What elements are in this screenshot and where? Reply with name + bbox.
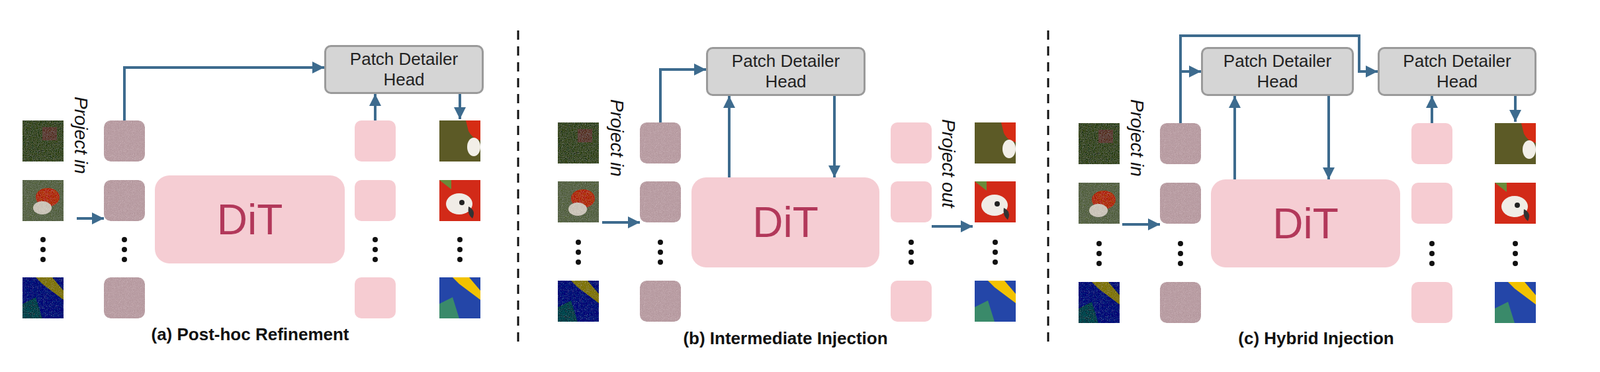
flow-arrow xyxy=(458,93,462,120)
output-token xyxy=(354,179,396,222)
detailer-head-box: Patch Detailer Head xyxy=(324,44,484,94)
panel-caption: (a) Post-hoc Refinement xyxy=(150,324,349,345)
ellipsis-dots xyxy=(121,236,128,263)
dit-block: DiT xyxy=(691,177,880,268)
head-label: Patch Detailer Head xyxy=(338,48,471,90)
block-label: DiT xyxy=(217,195,284,245)
flow-arrow xyxy=(931,224,973,228)
noisy-patch xyxy=(22,120,64,162)
flow-arrow xyxy=(1513,95,1517,122)
head-label: Patch Detailer Head xyxy=(1211,50,1344,92)
head-label: Patch Detailer Head xyxy=(719,50,853,92)
ellipsis-dots xyxy=(657,239,664,265)
panel-separator xyxy=(1047,30,1050,347)
ellipsis-dots xyxy=(1512,240,1518,267)
output-patch xyxy=(1494,182,1536,224)
panel-caption: (b) Intermediate Injection xyxy=(682,328,888,349)
output-patch xyxy=(1494,123,1536,165)
panel-caption: (c) Hybrid Injection xyxy=(1238,328,1394,349)
panel-separator xyxy=(517,30,520,347)
noisy-patch xyxy=(557,122,599,164)
flow-arrow xyxy=(1180,35,1378,124)
input-token xyxy=(103,179,145,222)
ellipsis-dots xyxy=(908,239,914,265)
output-token xyxy=(1411,182,1453,224)
arrow-connector xyxy=(1327,95,1331,180)
noisy-patch xyxy=(557,280,599,322)
noisy-patch xyxy=(1078,123,1120,165)
input-token xyxy=(639,280,681,322)
output-patch xyxy=(439,179,481,222)
noisy-patch xyxy=(22,179,64,222)
projection-label: Project in xyxy=(70,96,92,175)
input-token xyxy=(1159,123,1201,165)
flow-arrow xyxy=(660,69,707,123)
detailer-head-box: Patch Detailer Head xyxy=(1377,46,1537,96)
arrow-connector xyxy=(833,95,836,178)
input-token xyxy=(639,181,681,223)
noisy-patch xyxy=(22,277,64,319)
ellipsis-dots xyxy=(40,236,46,263)
output-token xyxy=(1411,281,1453,323)
noisy-patch xyxy=(557,181,599,223)
ellipsis-dots xyxy=(1177,240,1184,267)
flow-arrow xyxy=(602,221,640,224)
ellipsis-dots xyxy=(457,236,463,263)
noisy-patch xyxy=(1078,281,1120,323)
output-token xyxy=(890,280,932,322)
dit-block: DiT xyxy=(154,175,345,264)
output-patch xyxy=(439,120,481,162)
ellipsis-dots xyxy=(372,236,378,263)
output-patch xyxy=(1494,281,1536,323)
flow-arrow xyxy=(1430,95,1434,124)
input-token xyxy=(103,277,145,319)
output-patch xyxy=(439,277,481,319)
ellipsis-dots xyxy=(1429,240,1435,267)
projection-label: Project out xyxy=(937,119,959,208)
output-patch xyxy=(974,122,1016,164)
flow-arrow xyxy=(1180,70,1201,73)
detailer-head-box: Patch Detailer Head xyxy=(1200,46,1354,96)
ellipsis-dots xyxy=(1096,240,1102,267)
output-patch xyxy=(974,181,1016,223)
flow-arrow xyxy=(373,93,377,121)
input-token xyxy=(103,120,145,162)
output-token xyxy=(354,277,396,319)
ellipsis-dots xyxy=(992,239,998,265)
detailer-head-box: Patch Detailer Head xyxy=(706,46,866,96)
output-token xyxy=(890,181,932,223)
block-label: DiT xyxy=(752,197,819,247)
flow-arrow xyxy=(76,217,104,220)
flow-arrow xyxy=(1122,222,1160,226)
noisy-patch xyxy=(1078,182,1120,224)
ellipsis-dots xyxy=(575,239,581,265)
projection-label: Project in xyxy=(606,99,628,177)
block-label: DiT xyxy=(1272,199,1339,249)
arrow-connector xyxy=(727,95,731,178)
flow-arrow xyxy=(124,67,325,121)
output-token xyxy=(890,122,932,164)
input-token xyxy=(639,122,681,164)
projection-label: Project in xyxy=(1126,99,1148,177)
output-token xyxy=(354,120,396,162)
input-token xyxy=(1159,281,1201,323)
output-token xyxy=(1411,123,1453,165)
output-patch xyxy=(974,280,1016,322)
head-label: Patch Detailer Head xyxy=(1390,50,1524,92)
arrow-connector xyxy=(1233,95,1237,180)
input-token xyxy=(1159,182,1201,224)
dit-block: DiT xyxy=(1210,179,1401,268)
